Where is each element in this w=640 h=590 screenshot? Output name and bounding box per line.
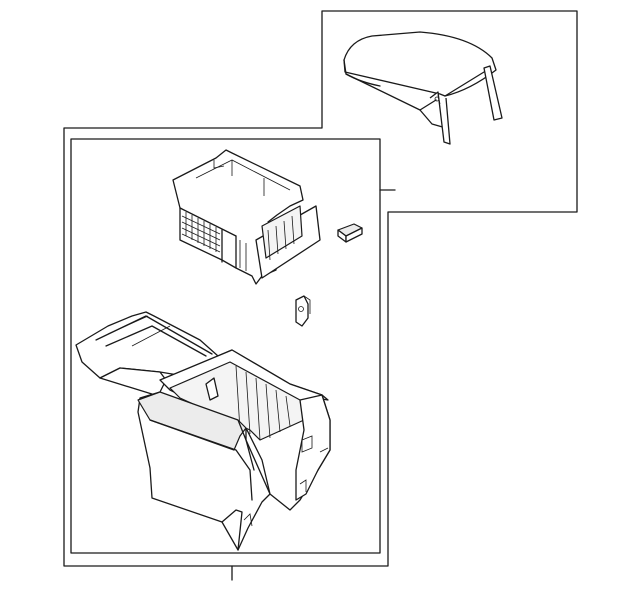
inner-frame: [70, 138, 381, 554]
storage-bin-insert: [172, 149, 321, 285]
console-base: [75, 311, 331, 551]
outer-frame: [63, 10, 578, 567]
small-clip: [337, 223, 363, 243]
bracket-clip: [295, 295, 311, 327]
armrest-lid: [343, 31, 503, 145]
